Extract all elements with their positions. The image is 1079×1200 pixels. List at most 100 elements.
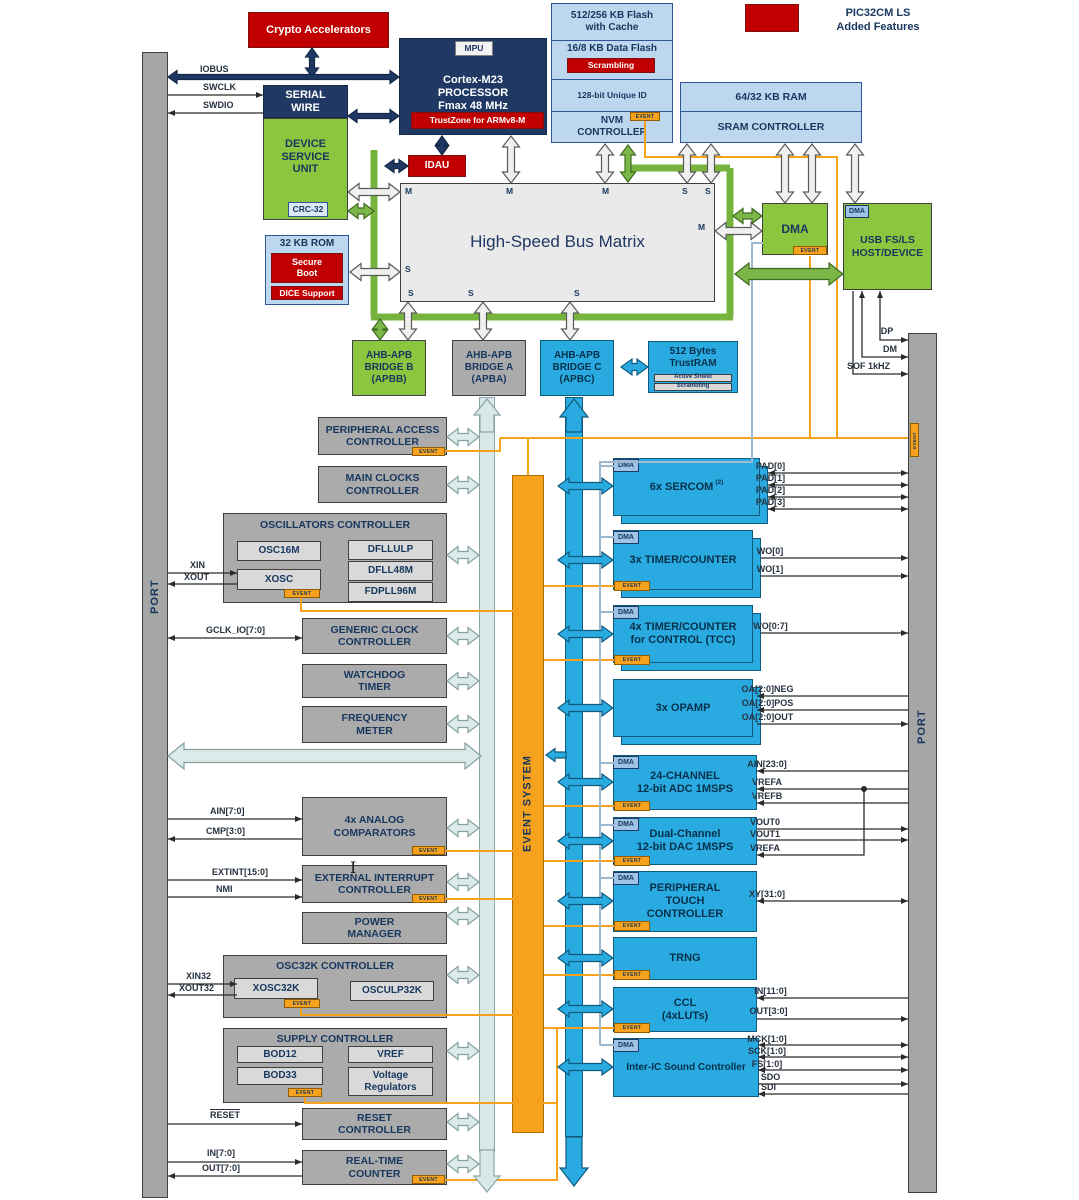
port-right-label: PORT [916,709,928,745]
signal-swdio: SWDIO [203,100,234,110]
signal-xin: XIN [190,560,206,570]
signal-ain7: AIN[7:0] [210,806,245,816]
signal-wo0: WO[0] [756,546,784,556]
signal-dm: DM [883,344,897,354]
matrix-m4: M [698,222,706,232]
trustram-scrambling-tag: Scrambling [654,383,732,391]
matrix-s2: S [705,186,711,196]
dma-event-tag: EVENT [793,246,827,255]
unique-id-block: 128-bit Unique ID [551,79,673,112]
signal-oa-neg: OA[2:0]NEG [741,684,794,694]
serial-wire-block: SERIAL WIRE [263,85,348,118]
signal-xin32: XIN32 [186,971,212,981]
dac-dma-tag: DMA [613,818,639,831]
signal-fs: FS[1:0] [751,1059,783,1069]
apba-bus [479,397,495,1152]
xosc-event-tag: EVENT [284,589,320,598]
usb-block: USB FS/LS HOST/DEVICE [843,203,932,290]
signal-pad2: PAD[2] [755,485,786,495]
osc16m-block: OSC16M [237,541,321,561]
bus-matrix-block: High-Speed Bus Matrix [400,183,715,302]
adc-event-tag: EVENT [614,801,650,811]
signal-mck: MCK[1:0] [747,1034,787,1044]
tcc-event-tag: EVENT [614,655,650,665]
crypto-accelerators-block: Crypto Accelerators [248,12,389,48]
xosc-block: XOSC [237,569,321,590]
legend-added-feature-swatch [745,4,799,32]
apbc-bus [565,397,583,1137]
voltage-regulators-block: Voltage Regulators [348,1067,433,1096]
port-bar-left [142,52,168,1198]
secure-boot-tag: Secure Boot [271,253,343,283]
bridge-a-block: AHB-APB BRIDGE A (APBA) [452,340,526,396]
signal-pad0: PAD[0] [755,461,786,471]
bridge-c-block: AHB-APB BRIDGE C (APBC) [540,340,614,396]
port-right-event-tag: EVENT [910,423,919,457]
nvm-event-tag: EVENT [630,112,660,121]
power-manager-block: POWER MANAGER [302,912,447,944]
signal-in7: IN[7:0] [207,1148,236,1158]
adc-dma-tag: DMA [613,756,639,769]
dice-support-tag: DICE Support [271,286,343,300]
sercom-label: 6x SERCOM [649,480,714,493]
eic-event-tag: EVENT [412,894,445,903]
freq-meter-block: FREQUENCY METER [302,706,447,743]
tc-event-tag: EVENT [614,581,650,591]
signal-out3: OUT[3:0] [749,1006,788,1016]
analog-comparators-block: 4x ANALOG COMPARATORS [302,797,447,856]
dac-event-tag: EVENT [614,856,650,866]
signal-iobus: IOBUS [200,64,229,74]
ccl-event-tag: EVENT [614,1023,650,1033]
signal-in11: IN[11:0] [754,986,787,996]
signal-sck: SCK[1:0] [747,1046,786,1056]
legend-line2: Added Features [836,21,920,33]
sercom-dma-tag: DMA [613,459,639,472]
signal-pad3: PAD[3] [755,497,786,507]
matrix-s6: S [574,288,580,298]
signal-swclk: SWCLK [203,82,236,92]
signal-vout1: VOUT1 [749,829,780,839]
scrambling-tag: Scrambling [567,58,655,73]
sercom-superscript: (2) [715,479,724,487]
signal-oa-pos: OA[2:0]POS [741,698,794,708]
signal-xy: XY[31:0] [748,889,785,899]
matrix-m1: M [405,186,413,196]
bridge-b-block: AHB-APB BRIDGE B (APBB) [352,340,426,396]
signal-wo07: WO[0:7] [753,621,788,631]
vref-block: VREF [348,1046,433,1063]
dfllulp-block: DFLLULP [348,540,433,560]
xosc32k-event-tag: EVENT [284,999,320,1008]
pac-event-tag: EVENT [412,447,445,456]
us b-dma-tag: DMA [845,205,869,218]
port-bar-right [908,333,937,1193]
signal-vout0: VOUT0 [749,817,780,827]
signal-reset: RESET [210,1110,241,1120]
matrix-m3: M [602,186,610,196]
signal-extint: EXTINT[15:0] [212,867,269,877]
reset-controller-block: RESET CONTROLLER [302,1108,447,1140]
gclk-block: GENERIC CLOCK CONTROLLER [302,618,447,654]
tc-dma-tag: DMA [613,531,639,544]
crc32-tag: CRC-32 [288,202,328,217]
ptc-event-tag: EVENT [614,921,650,931]
matrix-m2: M [506,186,514,196]
mpu-tag: MPU [455,41,493,56]
main-clocks-block: MAIN CLOCKS CONTROLLER [318,466,447,503]
ptc-dma-tag: DMA [613,872,639,885]
signal-ain23: AIN[23:0] [747,759,787,769]
signal-cmp: CMP[3:0] [206,826,246,836]
signal-dp: DP [880,326,894,336]
signal-wo1: WO[1] [756,564,784,574]
i2s-dma-tag: DMA [613,1039,639,1052]
legend-line1: PIC32CM LS [845,7,911,19]
ram-block: 64/32 KB RAM [680,82,862,112]
trustzone-tag: TrustZone for ARMv8-M [411,112,544,129]
sram-controller-block: SRAM CONTROLLER [680,111,862,143]
signal-oa-out: OA[2:0]OUT [741,712,794,722]
port-left-label: PORT [149,579,161,615]
signal-pad1: PAD[1] [755,473,786,483]
xosc32k-block: XOSC32K [234,978,318,999]
signal-gclk-io: GCLK_IO[7:0] [206,625,266,635]
signal-sof: SOF 1kHZ [846,361,890,371]
